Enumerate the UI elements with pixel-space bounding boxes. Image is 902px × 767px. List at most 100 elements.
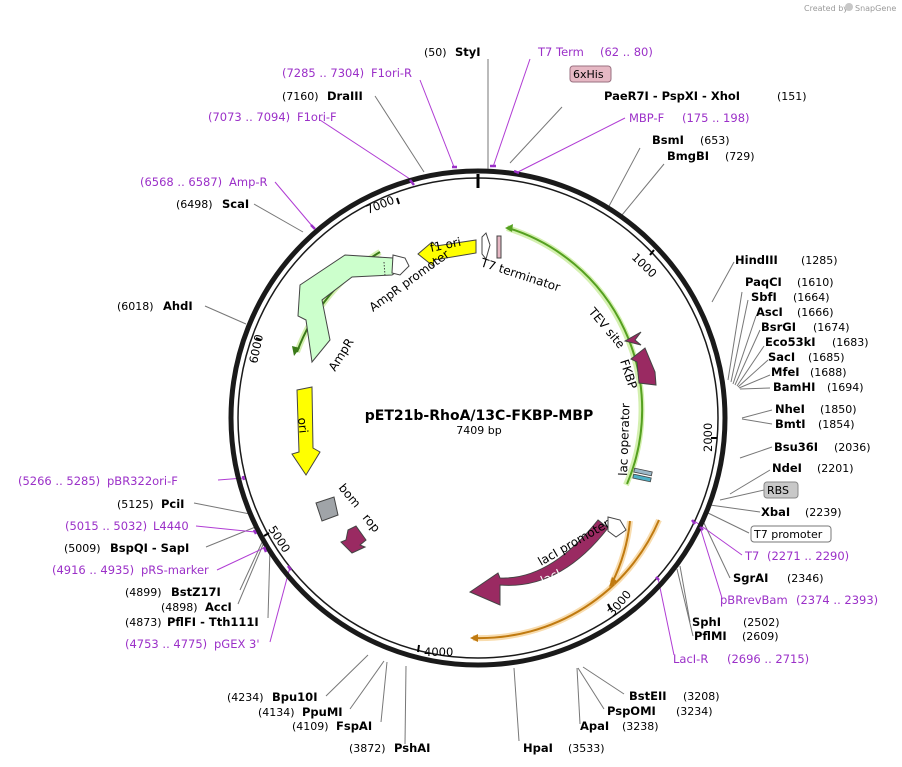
enzyme-name-styi: StyI [455,45,481,59]
primer-range-t7: (2271 .. 2290) [767,549,849,563]
orf-arrowhead-ampr [292,346,300,356]
enzyme-pos-xbai: (2239) [805,506,842,519]
plasmid-size: 7409 bp [456,424,501,437]
primer-range-f1ori-r: (7285 .. 7304) [282,66,364,80]
primer-name-laci-r: LacI-R [673,652,708,666]
primer-range-l4440: (5015 .. 5032) [65,519,147,533]
enzyme-pos-bpu10i: (4234) [227,691,264,704]
enzyme-pos-bstz17i: (4899) [125,586,162,599]
enzyme-name-bsrgi: BsrGI [761,320,796,334]
enzyme-pos-fspai: (4109) [292,720,329,733]
enzyme-name-fspai: FspAI [336,719,372,733]
laci-feature [468,519,609,606]
primer-labels: T7 Term (62 .. 80) MBP-F (175 .. 198) F1… [18,45,878,666]
enzyme-name-bmti: BmtI [775,417,806,431]
orf-arrowhead-laci [470,634,478,642]
enzyme-pos-scai: (6498) [176,198,213,211]
enzyme-pos-bmti: (1854) [818,418,855,431]
enzyme-pos-styi: (50) [424,46,447,59]
his-tag-feature [496,235,502,259]
primer-name-f1ori-f: F1ori-F [297,110,337,124]
primer-range-laci-r: (2696 .. 2715) [727,652,809,666]
primer-name-pbr322ori-f: pBR322ori-F [107,474,178,488]
primer-name-mbp-f: MBP-F [629,111,664,125]
orf-line-mbp [507,227,644,485]
primer-range-f1ori-f: (7073 .. 7094) [208,110,290,124]
primer-name-t7-term: T7 Term [537,45,584,59]
ori-feature [291,386,321,476]
enzyme-name-saci: SacI [768,350,795,364]
enzyme-name-sbfi: SbfI [751,290,777,304]
enzyme-pos-nhei: (1850) [820,403,857,416]
enzyme-name-hpai: HpaI [523,741,553,755]
primer-name-pbrrevbam: pBRrevBam [720,593,788,607]
lac-operator-feature [632,467,653,483]
enzyme-pos-sgrai: (2346) [787,572,824,585]
ampr-feature [297,254,408,364]
enzyme-pos-sbfi: (1664) [793,291,830,304]
primer-range-amp-r: (6568 .. 6587) [140,175,222,189]
tick-label-2000: 2000 [701,423,715,452]
bom-label: bom [336,481,364,510]
enzyme-pos-tth111i: (4873) [125,616,162,629]
enzyme-pos-bsteii: (3208) [683,690,720,703]
enzyme-name-pflmi: PflMI [694,629,727,643]
enzyme-pos-acci: (4898) [161,601,198,614]
primer-range-t7-term: (62 .. 80) [600,45,653,59]
enzyme-name-bsmi: BsmI [652,133,684,147]
primer-name-l4440: L4440 [153,519,189,533]
enzyme-name-apai: ApaI [580,719,609,733]
enzyme-pos-ahdi: (6018) [117,300,154,313]
t7-promoter-label: T7 promoter [753,528,823,541]
enzyme-pos-asci: (1666) [797,306,834,319]
enzyme-name-xbai: XbaI [761,505,790,519]
enzyme-pos-bsmi: (653) [700,134,730,147]
primer-name-amp-r: Amp-R [229,175,268,189]
enzyme-pos-pflmi: (2609) [742,630,779,643]
his-tag-label: 6xHis [573,68,604,81]
snapgene-logo-icon [845,3,853,11]
his-tag-box [569,65,612,83]
rbs-label: RBS [767,484,789,497]
enzyme-name-pshai: PshAI [394,741,430,755]
enzyme-name-acci: AccI [205,600,232,614]
credit-text: Created by [804,4,848,13]
enzyme-name-tth111i: PflFI - Tth111I [167,615,259,629]
primer-range-prs-marker: (4916 .. 4935) [52,563,134,577]
t7-terminator-label: T7 terminator [478,255,562,294]
enzyme-name-bsu36i: Bsu36I [774,440,818,454]
enzyme-pos-bamhi: (1694) [827,381,864,394]
enzyme-name-asci: AscI [756,305,783,319]
orf-arrowhead-small [609,577,618,587]
enzyme-name-eco53ki: Eco53kI [765,335,816,349]
rop-feature [340,525,367,554]
enzyme-name-draiii: DraIII [327,89,363,103]
enzyme-pos-paqci: (1610) [797,276,834,289]
primer-name-f1ori-r: F1ori-R [371,66,412,80]
primer-range-pbr322ori-f: (5266 .. 5285) [18,474,100,488]
tick-label-4000: 4000 [424,645,453,659]
tev-site-feature [623,331,642,346]
primer-range-mbp-f: (175 .. 198) [682,111,750,125]
enzyme-name-ahdi: AhdI [163,299,193,313]
enzyme-name-ndei: NdeI [772,461,802,475]
enzyme-name-sgrai: SgrAI [733,571,768,585]
enzyme-pos-bmgbi: (729) [725,150,755,163]
orf-line-laci [473,519,660,640]
enzyme-name-sapi: BspQI - SapI [110,541,189,555]
enzyme-name-bamhi: BamHI [773,380,815,394]
enzyme-name-psp0mi: PspOMI [607,704,656,718]
lac-operator-label: lac operator [616,403,633,476]
enzyme-pos-eco53ki: (1683) [832,336,869,349]
enzyme-name-scai: ScaI [222,197,249,211]
backbone-outer-ring [228,168,728,668]
scale-ticks [255,197,717,653]
enzyme-pos-sphi: (2502) [743,616,780,629]
enzyme-pos-xhoi: (151) [777,90,807,103]
tick-label-1000: 1000 [629,250,660,280]
primer-range-pgex-3: (4753 .. 4775) [125,637,207,651]
rop-label: rop [360,511,383,535]
enzyme-pos-pshai: (3872) [349,742,386,755]
enzyme-pos-ndei: (2201) [817,462,854,475]
orf-arrowhead-mbp [505,224,513,232]
